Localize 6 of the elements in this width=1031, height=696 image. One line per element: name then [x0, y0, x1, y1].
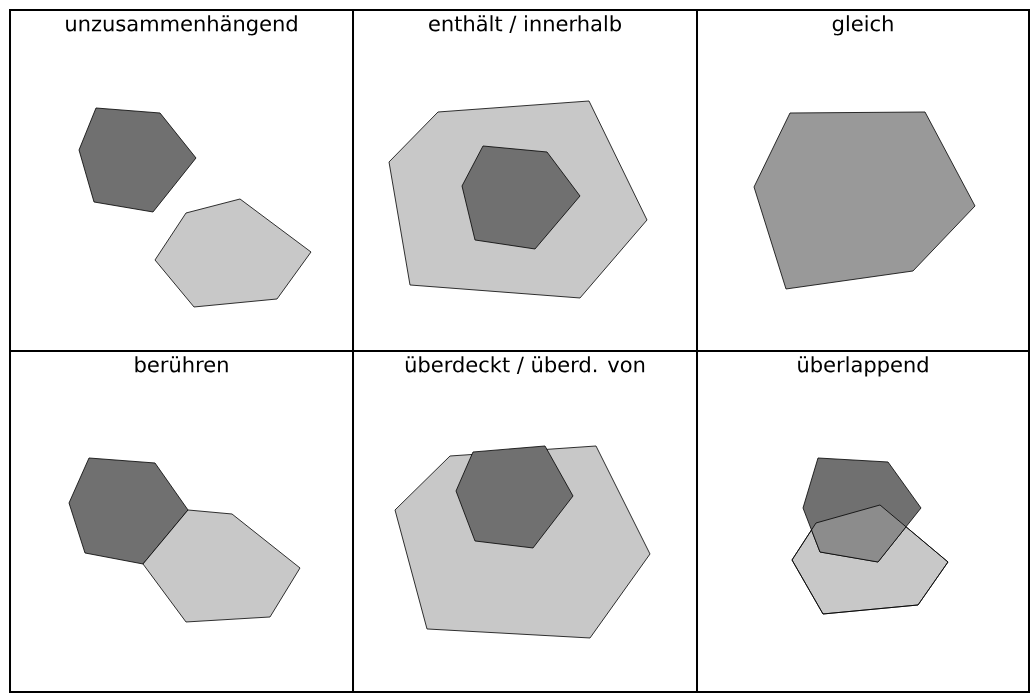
grid-cell: berühren — [9, 350, 354, 693]
grid-cell: überdeckt / überd. von — [352, 350, 698, 693]
grid-cell: gleich — [696, 9, 1030, 352]
grid-cell: überlappend — [696, 350, 1030, 693]
grid-cell: enthält / innerhalb — [352, 9, 698, 352]
grid-cell: unzusammenhängend — [9, 9, 354, 352]
